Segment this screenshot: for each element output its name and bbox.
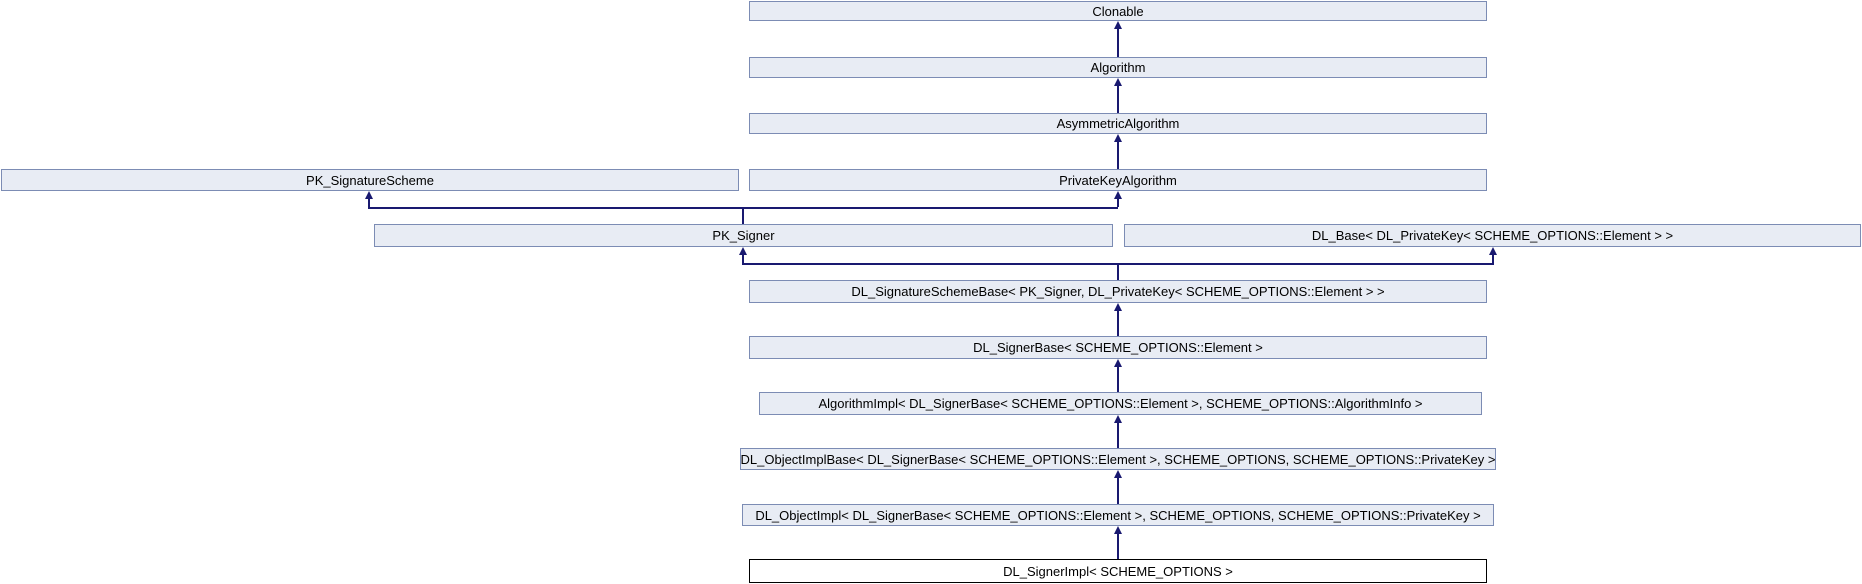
edge-algorithmimpl-to-dlsignerbase-arrowhead xyxy=(1114,359,1122,367)
node-dl-signer-impl: DL_SignerImpl< SCHEME_OPTIONS > xyxy=(749,559,1487,583)
edge-dlobjectimplbase-to-algorithmimpl-arrowhead xyxy=(1114,415,1122,423)
edge-dlsigschemebase-to-dlbase-arrowhead xyxy=(1489,247,1497,255)
node-algorithm[interactable]: Algorithm xyxy=(749,57,1487,78)
node-dl-base[interactable]: DL_Base< DL_PrivateKey< SCHEME_OPTIONS::… xyxy=(1124,224,1861,247)
edge-asymmetric-to-algorithm-line xyxy=(1117,86,1119,113)
edge-algorithmimpl-to-dlsignerbase-line xyxy=(1117,367,1119,392)
edge-dlsignerimpl-to-dlobjectimpl-line xyxy=(1117,534,1119,559)
edge-pksigner-to-pksignaturescheme-stub xyxy=(368,199,370,207)
node-dl-signature-scheme-base[interactable]: DL_SignatureSchemeBase< PK_Signer, DL_Pr… xyxy=(749,280,1487,303)
node-dl-object-impl-base[interactable]: DL_ObjectImplBase< DL_SignerBase< SCHEME… xyxy=(740,448,1496,470)
edge-algorithm-to-clonable-arrowhead xyxy=(1114,21,1122,29)
edge-dlsignerbase-to-dlsigschemebase-arrowhead xyxy=(1114,303,1122,311)
edge-pksigner-to-privatekeyalg-arrowhead xyxy=(1114,191,1122,199)
edge-privatekeyalg-to-asymmetric-arrowhead xyxy=(1114,134,1122,142)
edge-dlsigschemebase-to-pksigner-stub xyxy=(742,255,744,263)
node-algorithm-impl[interactable]: AlgorithmImpl< DL_SignerBase< SCHEME_OPT… xyxy=(759,392,1482,415)
node-private-key-algorithm[interactable]: PrivateKeyAlgorithm xyxy=(749,169,1487,191)
edge-dlsignerbase-to-dlsigschemebase-line xyxy=(1117,311,1119,336)
edge-dlsigschemebase-to-dlbase-stub xyxy=(1492,255,1494,263)
edge-dlobjectimpl-to-dlobjectimplbase-line xyxy=(1117,478,1119,504)
edge-algorithm-to-clonable-line xyxy=(1117,29,1119,57)
node-asymmetric-algorithm[interactable]: AsymmetricAlgorithm xyxy=(749,113,1487,134)
edge-dlobjectimplbase-to-algorithmimpl-line xyxy=(1117,423,1119,448)
edge-dlsignerimpl-to-dlobjectimpl-arrowhead xyxy=(1114,526,1122,534)
node-dl-object-impl[interactable]: DL_ObjectImpl< DL_SignerBase< SCHEME_OPT… xyxy=(742,504,1494,526)
edge-privatekeyalg-to-asymmetric-line xyxy=(1117,142,1119,169)
node-pk-signature-scheme[interactable]: PK_SignatureScheme xyxy=(1,169,739,191)
edge-asymmetric-to-algorithm-arrowhead xyxy=(1114,78,1122,86)
node-pk-signer[interactable]: PK_Signer xyxy=(374,224,1113,247)
edge-dlobjectimpl-to-dlobjectimplbase-arrowhead xyxy=(1114,470,1122,478)
edge-pksigner-riser xyxy=(742,207,744,224)
edge-dlsigschemebase-riser xyxy=(1117,263,1119,280)
edge-pksigner-to-pksignaturescheme-arrowhead xyxy=(365,191,373,199)
node-clonable[interactable]: Clonable xyxy=(749,1,1487,21)
edge-pksigner-to-privatekeyalg-stub xyxy=(1117,199,1119,207)
node-dl-signer-base[interactable]: DL_SignerBase< SCHEME_OPTIONS::Element > xyxy=(749,336,1487,359)
edge-dlsigschemebase-to-pksigner-arrowhead xyxy=(739,247,747,255)
